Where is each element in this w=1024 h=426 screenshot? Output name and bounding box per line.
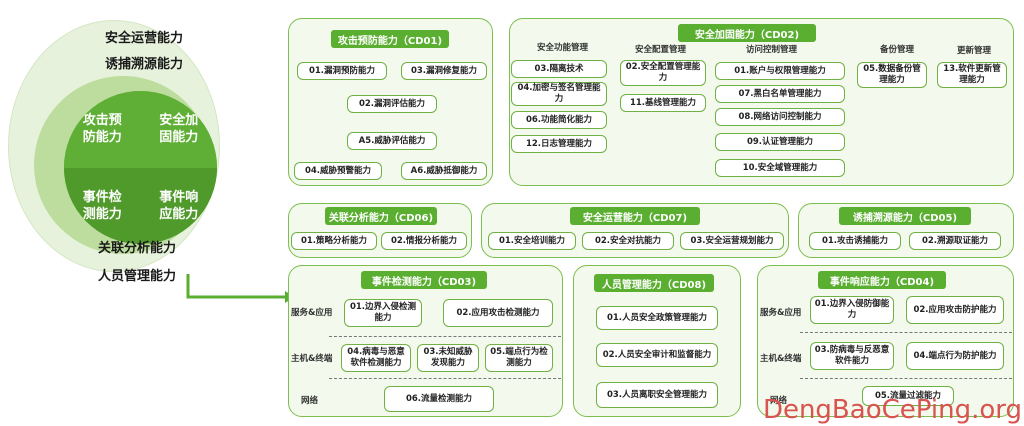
capability-box: 01.人员安全政策管理能力 [596,306,718,330]
panel-cd07: 安全运营能力（CD07) 01.安全培训能力 02.安全对抗能力 03.安全运营… [481,203,789,258]
quadrant-label: 攻击预 防能力 [82,113,122,146]
capability-box: 10.安全域管理能力 [715,159,845,177]
row-label: 网络 [770,396,788,406]
capability-box: 07.黑白名单管理能力 [715,85,845,103]
capability-box: 03.人员离职安全管理能力 [596,382,718,408]
panel-cd08: 人员管理能力（CD08) 01.人员安全政策管理能力 02.人员安全审计和监督能… [573,265,741,417]
capability-box: 02.应用攻击防护能力 [906,296,1004,324]
row-label: 主机&终端 [291,354,333,364]
capability-box: 04.威胁预警能力 [294,162,382,180]
capability-box: 01.边界入侵防御能力 [810,296,894,324]
row-label: 服务&应用 [760,308,802,318]
capability-box: 05.数据备份管理能力 [857,62,927,88]
panel-cd04: 事件响应能力（CD04) 服务&应用 主机&终端 网络 01.边界入侵防御能力 … [757,265,1014,417]
capability-box: 01.安全培训能力 [488,232,576,250]
ring-label-trap: 诱捕溯源能力 [105,57,184,72]
capability-box: 11.基线管理能力 [620,94,706,112]
capability-box: 05.端点行为检测能力 [485,344,553,372]
capability-box: 02.漏洞评估能力 [347,95,437,113]
panel-title: 人员管理能力（CD08) [594,274,714,292]
capability-box: 03.隔离技术 [511,60,607,78]
personnel-arrow-line [186,274,285,299]
panel-title: 安全运营能力（CD07) [570,207,700,225]
capability-box: 06.功能简化能力 [511,111,607,129]
capability-box: 01.攻击诱捕能力 [809,232,901,250]
panel-cd06: 关联分析能力（CD06) 01.策略分析能力 02.情报分析能力 [288,203,472,258]
panel-title: 事件响应能力（CD04) [818,271,946,289]
capability-box: 03.漏洞修复能力 [401,62,487,80]
ring-label-ops: 安全运营能力 [105,31,184,46]
capability-box: 01.策略分析能力 [291,232,377,250]
capability-box: 01.漏洞预防能力 [297,62,387,80]
capability-box: 02.人员安全审计和监督能力 [596,343,718,367]
capability-box: 13.软件更新管理能力 [937,62,1007,88]
column-header: 安全配置管理 [635,45,687,55]
row-divider [329,378,561,379]
quadrant-attack-prevention: 攻击预 防能力 [64,91,142,169]
capability-box: 03.防病毒与反恶意软件能力 [810,342,894,370]
capability-box: 06.流量检测能力 [384,386,494,412]
capability-box: 04.加密与签名管理能力 [511,82,607,106]
capability-box: 01.账户与权限管理能力 [715,62,845,80]
panel-title: 诱捕溯源能力（CD05) [839,207,971,225]
row-divider [800,332,1012,333]
capability-box: 03.安全运营规划能力 [680,232,784,250]
panel-title: 安全加固能力（CD02) [678,24,816,42]
column-header: 安全功能管理 [537,43,589,53]
panel-cd02: 安全加固能力（CD02) 安全功能管理 安全配置管理 访问控制管理 备份管理 更… [509,18,1014,186]
quadrant-response: 事件响 应能力 [140,167,217,244]
capability-box: 02.情报分析能力 [381,232,467,250]
row-divider [329,336,561,337]
column-header: 更新管理 [957,46,992,56]
capability-box: 02.安全配置管理能力 [620,60,706,86]
capability-box: 02.应用攻击检测能力 [443,299,553,327]
ring-label-correlation: 关联分析能力 [98,241,177,256]
panel-cd05: 诱捕溯源能力（CD05) 01.攻击诱捕能力 02.溯源取证能力 [798,203,1014,258]
capability-box: 01.边界入侵检测能力 [344,299,422,327]
capability-box: 02.安全对抗能力 [582,232,674,250]
quadrant-label: 事件响 应能力 [159,189,199,222]
capability-box: A5.威胁评估能力 [347,132,437,150]
capability-box: 03.未知威胁发现能力 [417,344,479,372]
column-header: 备份管理 [880,45,915,55]
panel-title: 事件检测能力（CD03) [361,271,487,289]
quadrant-label: 事件检 测能力 [82,189,122,222]
capability-box: 12.日志管理能力 [511,135,607,153]
panel-cd01: 攻击预防能力（CD01) 01.漏洞预防能力 03.漏洞修复能力 02.漏洞评估… [288,18,493,186]
capability-box: 05.流量过滤能力 [862,386,954,406]
row-label: 网络 [301,396,319,406]
capability-box: 04.病毒与恶意软件检测能力 [341,344,411,372]
column-header: 访问控制管理 [746,45,798,55]
row-divider [800,378,1012,379]
panel-title: 关联分析能力（CD06) [325,207,437,225]
watermark: DengBaoCePing.org [762,395,1022,425]
row-label: 主机&终端 [760,354,802,364]
quadrant-hardening: 安全加 固能力 [140,91,217,169]
capability-box: A6.威胁抵御能力 [401,162,487,180]
ring-label-personnel: 人员管理能力 [98,269,177,284]
row-label: 服务&应用 [291,308,333,318]
capability-box: 08.网络访问控制能力 [715,108,845,126]
capability-box: 09.认证管理能力 [715,133,845,151]
panel-title: 攻击预防能力（CD01) [331,30,449,48]
quadrant-label: 安全加 固能力 [159,113,199,146]
capability-box: 04.端点行为防护能力 [906,342,1004,370]
core-disc: 攻击预 防能力 安全加 固能力 事件检 测能力 事件响 应能力 [64,91,217,244]
panel-cd03: 事件检测能力（CD03) 服务&应用 主机&终端 网络 01.边界入侵检测能力 … [288,265,563,417]
capability-box: 02.溯源取证能力 [909,232,1001,250]
